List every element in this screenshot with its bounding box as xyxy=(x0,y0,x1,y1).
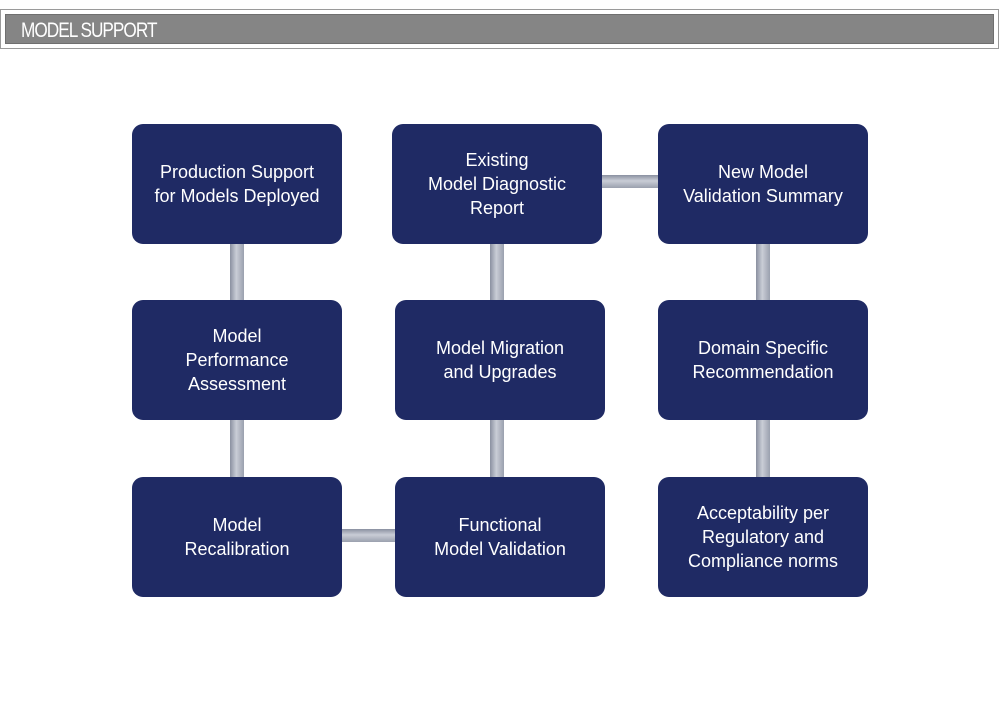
node-new-model-validation-summary: New Model Validation Summary xyxy=(658,124,868,244)
connector-functional-to-migration xyxy=(490,416,504,480)
node-label: Production Support for Models Deployed xyxy=(154,162,320,206)
node-model-recalibration: Model Recalibration xyxy=(132,477,342,597)
header-bar: MODEL SUPPORT xyxy=(5,14,994,44)
node-label: Domain Specific Recommendation xyxy=(692,338,834,382)
node-model-migration-upgrades: Model Migration and Upgrades xyxy=(395,300,605,420)
node-label: Model Migration and Upgrades xyxy=(435,338,565,382)
node-acceptability-regulatory-compliance: Acceptability per Regulatory and Complia… xyxy=(658,477,868,597)
node-label: Existing Model Diagnostic Report xyxy=(427,150,567,218)
node-existing-model-diagnostic-report: Existing Model Diagnostic Report xyxy=(392,124,602,244)
node-label: Model Performance Assessment xyxy=(185,326,289,394)
connector-new-model-to-domain xyxy=(756,240,770,304)
connector-domain-to-acceptability xyxy=(756,416,770,480)
header-frame: MODEL SUPPORT xyxy=(0,9,999,49)
connector-recalibration-to-functional xyxy=(338,529,398,542)
node-label: New Model Validation Summary xyxy=(683,162,843,206)
node-functional-model-validation: Functional Model Validation xyxy=(395,477,605,597)
node-label: Model Recalibration xyxy=(184,515,290,559)
connector-existing-to-new-model xyxy=(599,175,661,188)
node-model-performance-assessment: Model Performance Assessment xyxy=(132,300,342,420)
connector-production-to-performance xyxy=(230,240,244,304)
connector-migration-to-existing xyxy=(490,240,504,304)
page-title: MODEL SUPPORT xyxy=(21,19,158,42)
node-label: Acceptability per Regulatory and Complia… xyxy=(687,503,839,571)
node-label: Functional Model Validation xyxy=(434,515,566,559)
node-production-support: Production Support for Models Deployed xyxy=(132,124,342,244)
connector-performance-to-recalibration xyxy=(230,416,244,480)
node-domain-specific-recommendation: Domain Specific Recommendation xyxy=(658,300,868,420)
